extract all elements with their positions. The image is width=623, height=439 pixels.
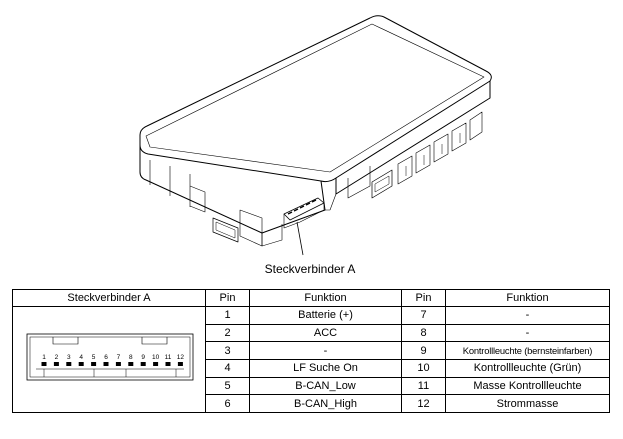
module-drawing	[139, 15, 492, 256]
pin-number: 5	[205, 376, 250, 396]
pin-number: 9	[401, 341, 446, 360]
pin-terminal	[103, 362, 108, 366]
pin-number: 8	[401, 323, 446, 343]
pin-function: Kontrollleuchte (Grün)	[445, 358, 610, 378]
connector-callout-label: Steckverbinder A	[264, 262, 356, 276]
pin-number: 12	[401, 394, 446, 413]
pin-label: 7	[116, 354, 120, 361]
pin-label: 8	[128, 354, 132, 361]
header-function-left: Funktion	[249, 289, 402, 307]
pin-terminal	[165, 362, 170, 366]
pin-function: B-CAN_Low	[249, 376, 402, 396]
pin-terminal	[140, 362, 146, 366]
pin-label: 3	[66, 354, 70, 361]
pin-number: 2	[205, 323, 250, 343]
pin-function: -	[445, 306, 610, 325]
pin-terminal	[53, 362, 59, 366]
pin-label: 5	[91, 354, 95, 361]
header-pin-right: Pin	[401, 289, 446, 307]
pin-function: Kontrollleuchte (bernsteinfarben)	[445, 341, 610, 360]
pin-function: Masse Kontrollleuchte	[445, 376, 610, 396]
pin-number: 10	[401, 358, 446, 378]
pin-number: 6	[205, 394, 250, 413]
pin-number: 3	[205, 341, 250, 360]
pin-label: 4	[79, 354, 83, 361]
module-left-face	[139, 145, 326, 234]
pin-label: 2	[54, 354, 58, 361]
pin-function: LF Suche On	[249, 358, 402, 378]
callout-leader	[296, 221, 304, 256]
pin-terminal	[115, 362, 121, 366]
pin-terminal	[152, 362, 158, 366]
pin-number: 11	[401, 376, 446, 396]
pin-function: -	[249, 341, 402, 360]
header-pin-left: Pin	[205, 289, 250, 307]
pin-terminal	[41, 362, 46, 366]
pin-function: Batterie (+)	[249, 306, 402, 325]
pin-assignment-table: Steckverbinder A Pin Funktion Pin Funkti…	[12, 289, 610, 413]
connector-a-opening	[283, 197, 325, 221]
table-row: 6 B-CAN_High 12 Strommasse	[13, 394, 610, 413]
pin-terminal	[90, 362, 96, 366]
table-row: 4 LF Suche On 10 Kontrollleuchte (Grün)	[13, 358, 610, 378]
module-top-inner-edge	[145, 23, 485, 173]
pin-number: 1	[205, 306, 250, 325]
pin-number: 4	[205, 358, 250, 378]
pin-function: -	[445, 323, 610, 343]
pin-label: 10	[151, 354, 159, 361]
pin-function: B-CAN_High	[249, 394, 402, 413]
header-connector: Steckverbinder A	[12, 289, 206, 307]
pin-label: 1	[42, 354, 46, 361]
module-top-face	[139, 15, 492, 183]
pin-terminal	[127, 362, 133, 366]
header-function-right: Funktion	[445, 289, 610, 307]
module-long-side	[335, 81, 491, 195]
pin-label: 6	[104, 354, 108, 361]
pin-function: ACC	[249, 323, 402, 343]
pin-terminal	[177, 362, 183, 366]
pin-function: Strommasse	[445, 394, 610, 413]
table-header-row: Steckverbinder A Pin Funktion Pin Funkti…	[12, 289, 610, 307]
pin-number: 7	[401, 306, 446, 325]
table-row: 3 - 9 Kontrollleuchte (bernsteinfarben)	[13, 341, 610, 360]
pin-label: 12	[176, 354, 184, 361]
pin-label: 11	[164, 354, 171, 361]
pin-terminal	[65, 362, 71, 366]
pin-terminal	[78, 362, 84, 366]
pin-label: 9	[141, 354, 145, 361]
